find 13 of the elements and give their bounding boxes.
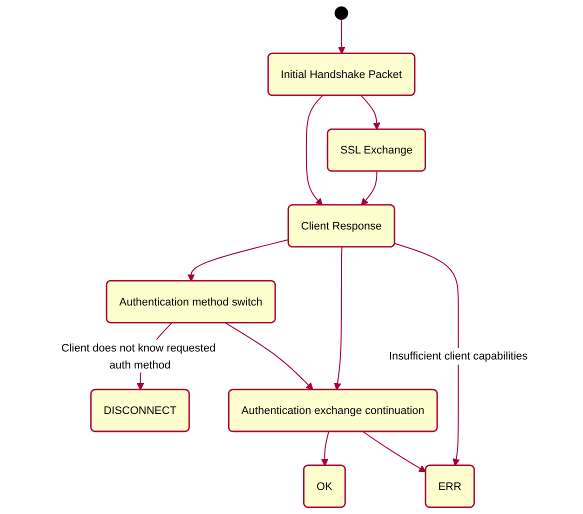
arrow: [306, 95, 323, 206]
arrow: [360, 171, 378, 206]
arrow: [360, 95, 380, 130]
arrow: [187, 239, 289, 282]
node-circle: [334, 6, 348, 20]
arrow: [363, 431, 426, 472]
edge-label: Client does not know requested auth method: [61, 341, 216, 370]
arrow: [334, 247, 342, 390]
edge-label: Insufficient client capabilities: [388, 350, 528, 362]
arrow: [225, 322, 314, 390]
arrow: [394, 243, 460, 466]
arrow: [338, 19, 346, 54]
arrow: [321, 432, 330, 466]
